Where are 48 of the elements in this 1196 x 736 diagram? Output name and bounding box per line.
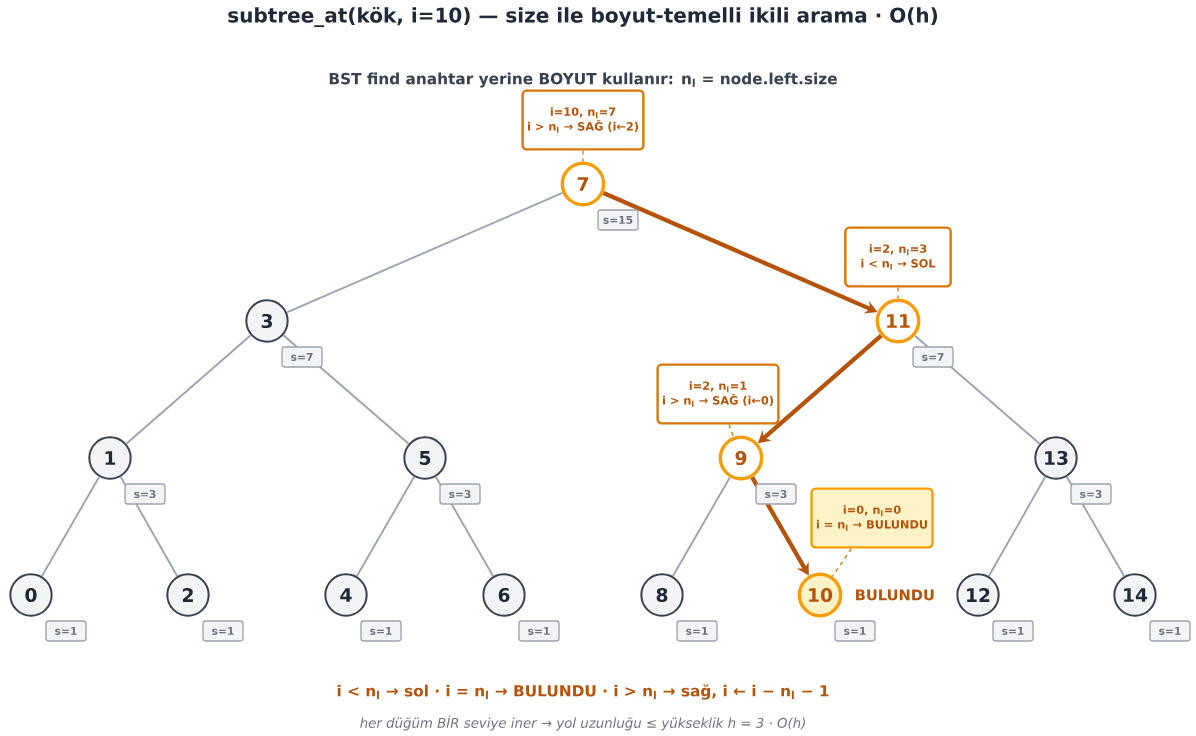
size-tag: s=3 xyxy=(439,483,481,505)
tree-edge xyxy=(125,334,252,445)
size-tag: s=7 xyxy=(281,346,323,368)
tree-node: 1 xyxy=(88,436,132,480)
size-tag: s=3 xyxy=(755,483,797,505)
tree-edge xyxy=(285,191,564,314)
tree-edge xyxy=(671,476,731,578)
tree-node: 4 xyxy=(324,573,368,617)
tree-edge xyxy=(40,475,101,578)
size-tag: s=7 xyxy=(912,346,954,368)
size-tag: s=1 xyxy=(202,620,244,642)
callout-box: i=0, n$_{l}$=0 i = n$_{l}$ → BULUNDU xyxy=(810,487,934,549)
tree-node: 13 xyxy=(1034,436,1078,480)
size-tag: s=3 xyxy=(124,483,166,505)
found-label: BULUNDU xyxy=(856,589,934,601)
footnote: her düğüm BİR seviye iner → yol uzunluğu ≤ yükseklik h = 3 · O(h) xyxy=(360,715,805,731)
size-tag: s=1 xyxy=(518,620,560,642)
tree-node: 8 xyxy=(640,573,684,617)
tree-node: 6 xyxy=(482,573,526,617)
tree-edge xyxy=(987,475,1047,578)
size-tag: s=15 xyxy=(597,209,639,231)
size-tag: s=1 xyxy=(992,620,1034,642)
tree-node: 5 xyxy=(403,436,447,480)
callout-box: i=2, n$_{l}$=3 i < n$_{l}$ → SOL xyxy=(844,226,952,288)
tree-node: 12 xyxy=(956,573,1000,617)
title: subtree_at(kök, i=10) — size ile boyut-temelli ikili arama · O(h) xyxy=(228,6,938,28)
tree-edge xyxy=(355,475,416,578)
tree-node: 2 xyxy=(166,573,210,617)
tree-node: 9 xyxy=(718,435,764,481)
callout-box: i=10, n$_{l}$=7 i > n$_{l}$ → SAĞ (i←2) xyxy=(521,89,645,151)
size-tag: s=1 xyxy=(45,620,87,642)
leader-line xyxy=(582,149,584,163)
tree-node: 14 xyxy=(1113,573,1157,617)
callout-box: i=2, n$_{l}$=1 i > n$_{l}$ → SAĞ (i←0) xyxy=(656,363,780,425)
leader-line xyxy=(728,423,735,438)
size-tag: s=1 xyxy=(676,620,718,642)
leader-line xyxy=(897,286,899,300)
tree-node: 0 xyxy=(9,573,53,617)
size-tag: s=1 xyxy=(1149,620,1191,642)
rule-line: i < n$_{l}$ → sol · i = n$_{l}$ → BULUNDU · i > n$_{l}$ → sağ, i ← i − n$_{l}$ − 1 xyxy=(337,684,829,700)
size-tag: s=3 xyxy=(1070,483,1112,505)
tree-node: 7 xyxy=(560,161,606,207)
size-tag: s=1 xyxy=(834,620,876,642)
leader-line xyxy=(831,547,853,578)
size-tag: s=1 xyxy=(360,620,402,642)
tree-node: 10 xyxy=(797,572,843,618)
tree-node: 3 xyxy=(245,299,289,343)
tree-node: 11 xyxy=(875,298,921,344)
